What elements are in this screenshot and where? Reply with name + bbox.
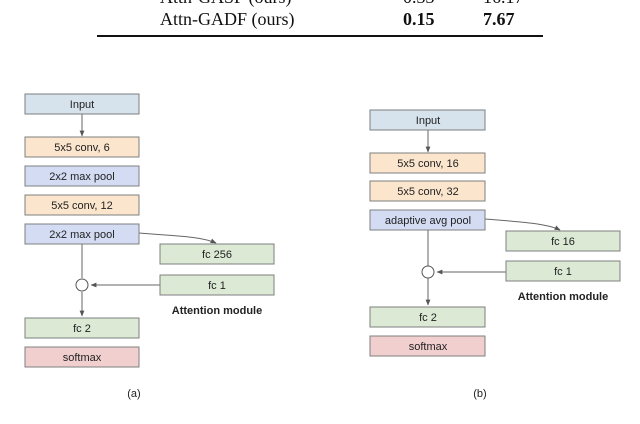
svg-text:softmax: softmax — [63, 352, 102, 364]
svg-text:Input: Input — [70, 99, 94, 111]
node-fc2: fc 2 — [24, 317, 140, 339]
node-adaptive-pool: adaptive avg pool — [369, 209, 486, 231]
svg-text:fc 16: fc 16 — [551, 236, 575, 248]
table-row: Attn-GADF (ours) 0.15 7.67 — [0, 9, 640, 31]
node-pool1: 2x2 max pool — [24, 165, 140, 187]
metric-2: 7.67 — [483, 9, 515, 29]
method-name: Attn-GASF (ours) — [160, 0, 292, 8]
svg-text:fc 1: fc 1 — [208, 280, 226, 292]
caption-b: (b) — [473, 388, 486, 400]
node-fc2: fc 2 — [369, 306, 486, 328]
svg-text:2x2 max pool: 2x2 max pool — [49, 229, 114, 241]
node-conv2: 5x5 conv, 12 — [24, 194, 140, 216]
node-softmax: softmax — [24, 346, 140, 368]
diagram-a: Input 5x5 conv, 6 2x2 max pool 5x5 conv,… — [24, 93, 275, 400]
node-fc1: fc 1 — [159, 274, 275, 296]
multiply-node — [75, 278, 89, 292]
node-conv1: 5x5 conv, 6 — [24, 136, 140, 158]
multiply-node — [421, 265, 435, 279]
svg-text:2x2 max pool: 2x2 max pool — [49, 171, 114, 183]
svg-text:fc 2: fc 2 — [73, 323, 91, 335]
node-conv2: 5x5 conv, 32 — [369, 180, 486, 202]
node-fc16: fc 16 — [505, 230, 621, 252]
svg-text:adaptive avg pool: adaptive avg pool — [385, 215, 471, 227]
node-input: Input — [369, 109, 486, 131]
node-fc1: fc 1 — [505, 260, 621, 282]
metric-2: 16.17 — [483, 0, 524, 8]
caption-a: (a) — [127, 388, 140, 400]
attention-module-label: Attention module — [518, 291, 608, 303]
metric-1: 0.33 — [403, 0, 435, 8]
svg-text:fc 2: fc 2 — [419, 312, 437, 324]
node-input: Input — [24, 93, 140, 115]
node-fc256: fc 256 — [159, 243, 275, 265]
node-conv1: 5x5 conv, 16 — [369, 152, 486, 174]
svg-text:5x5 conv, 6: 5x5 conv, 6 — [54, 142, 109, 154]
svg-text:5x5 conv, 12: 5x5 conv, 12 — [51, 200, 113, 212]
svg-text:fc 1: fc 1 — [554, 266, 572, 278]
attention-module-label: Attention module — [172, 305, 262, 317]
svg-text:5x5 conv, 16: 5x5 conv, 16 — [397, 158, 459, 170]
svg-text:5x5 conv, 32: 5x5 conv, 32 — [397, 186, 459, 198]
table-row: Attn-GASF (ours) 0.33 16.17 — [0, 0, 640, 9]
method-name: Attn-GADF (ours) — [160, 9, 295, 29]
svg-text:softmax: softmax — [409, 341, 448, 353]
metric-1: 0.15 — [403, 9, 435, 29]
results-table-fragment: Attn-GASF (ours) 0.33 16.17 Attn-GADF (o… — [0, 0, 640, 40]
node-pool2: 2x2 max pool — [24, 223, 140, 245]
table-bottom-rule — [97, 35, 543, 37]
node-softmax: softmax — [369, 335, 486, 357]
svg-text:fc 256: fc 256 — [202, 249, 232, 261]
svg-text:Input: Input — [416, 115, 440, 127]
diagram-b: Input 5x5 conv, 16 5x5 conv, 32 adaptive… — [369, 109, 621, 400]
